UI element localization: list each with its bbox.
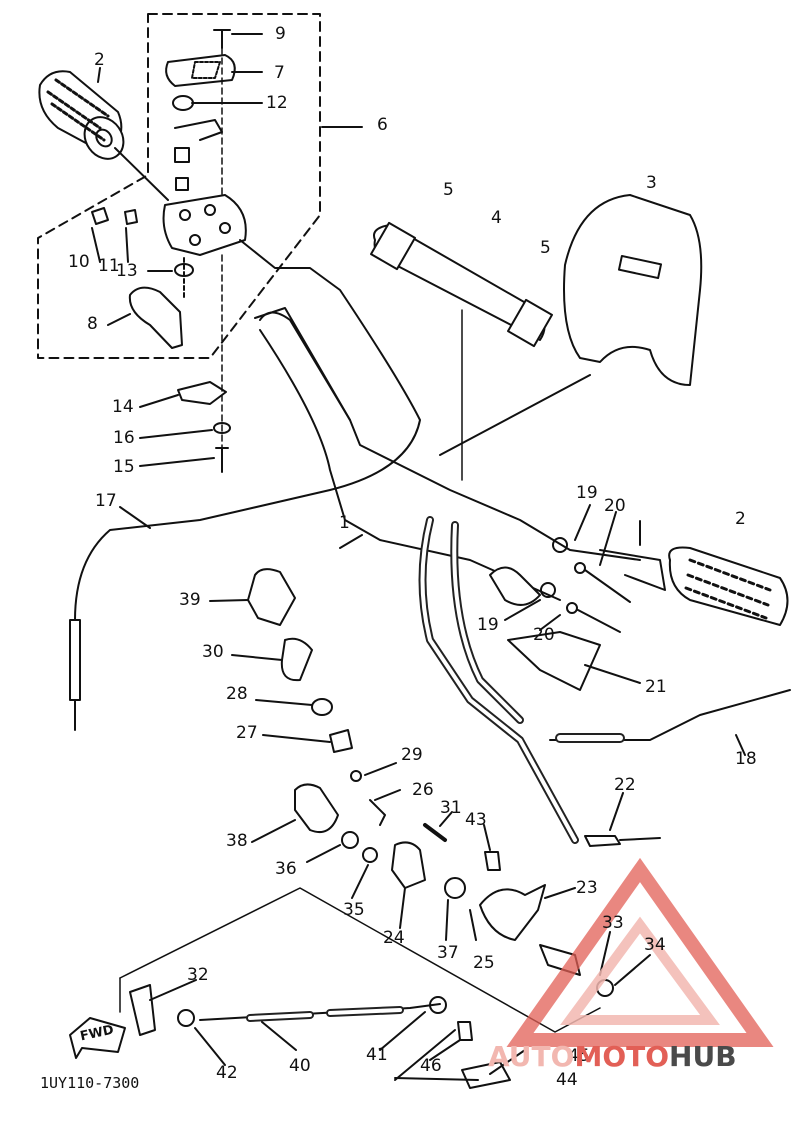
watermark-part-a: AUTO xyxy=(488,1040,575,1073)
choke-knob xyxy=(247,568,296,626)
throttle-lever xyxy=(128,286,183,349)
callout-42: 42 xyxy=(216,1063,238,1083)
callout-41: 41 xyxy=(366,1045,388,1065)
cable-40 xyxy=(199,1003,441,1021)
callout-19-bottom: 19 xyxy=(477,615,499,635)
throttle-cover xyxy=(165,54,236,87)
callout-34: 34 xyxy=(644,935,666,955)
callout-8: 8 xyxy=(87,314,98,334)
callout-15: 15 xyxy=(113,457,135,477)
callout-22: 22 xyxy=(614,775,636,795)
callout-38: 38 xyxy=(226,831,248,851)
callout-1: 1 xyxy=(339,513,350,533)
right-grip xyxy=(668,546,789,626)
callout-4: 4 xyxy=(491,208,502,228)
watermark-part-c: HUB xyxy=(669,1040,737,1073)
callout-36: 36 xyxy=(275,859,297,879)
clutch-cable xyxy=(549,689,791,741)
diagram-code: 1UY110-7300 xyxy=(40,1074,140,1092)
callout-13: 13 xyxy=(116,261,138,281)
callout-40: 40 xyxy=(289,1056,311,1076)
callout-2-left: 2 xyxy=(94,50,105,70)
throttle-cable xyxy=(74,239,421,731)
watermark-logo xyxy=(506,857,774,1047)
callout-33: 33 xyxy=(602,913,624,933)
callout-10: 10 xyxy=(68,252,90,272)
callout-45: 45 xyxy=(568,1046,590,1066)
callout-29: 29 xyxy=(401,745,423,765)
callout-30: 30 xyxy=(202,642,224,662)
callout-6: 6 xyxy=(377,115,388,135)
left-grip xyxy=(38,70,125,160)
fwd-arrow xyxy=(69,1017,126,1059)
handlebar-pad xyxy=(370,221,553,348)
callout-35: 35 xyxy=(343,900,365,920)
callout-46: 46 xyxy=(420,1056,442,1076)
callout-7: 7 xyxy=(274,63,285,83)
callout-3: 3 xyxy=(646,173,657,193)
callout-32: 32 xyxy=(187,965,209,985)
watermark-text: AUTOMOTOHUB xyxy=(488,1040,737,1073)
callout-25: 25 xyxy=(473,953,495,973)
callout-5-bottom: 5 xyxy=(540,238,551,258)
callout-39: 39 xyxy=(179,590,201,610)
callout-12: 12 xyxy=(266,93,288,113)
callout-20-bottom: 20 xyxy=(533,625,555,645)
callout-31: 31 xyxy=(440,798,462,818)
watermark-part-b: MOTO xyxy=(574,1040,670,1073)
callout-43: 43 xyxy=(465,810,487,830)
callout-19-top: 19 xyxy=(576,483,598,503)
callout-2-right: 2 xyxy=(735,509,746,529)
callout-5-top: 5 xyxy=(443,180,454,200)
callout-18: 18 xyxy=(735,749,757,769)
callout-23: 23 xyxy=(576,878,598,898)
brake-switch xyxy=(479,884,546,941)
callout-27: 27 xyxy=(236,723,258,743)
callout-16: 16 xyxy=(113,428,135,448)
handlebar-cover xyxy=(563,194,703,386)
throttle-housing xyxy=(162,194,247,256)
callout-24: 24 xyxy=(383,928,405,948)
callout-44: 44 xyxy=(556,1070,578,1090)
callout-17: 17 xyxy=(95,491,117,511)
throttle-assembly-box xyxy=(37,13,321,359)
callout-28: 28 xyxy=(226,684,248,704)
callout-9: 9 xyxy=(275,24,286,44)
callout-21: 21 xyxy=(645,677,667,697)
switch-body xyxy=(294,783,339,834)
callout-37: 37 xyxy=(437,943,459,963)
callout-26: 26 xyxy=(412,780,434,800)
callout-11: 11 xyxy=(98,256,120,276)
callout-20-top: 20 xyxy=(604,496,626,516)
callout-14: 14 xyxy=(112,397,134,417)
